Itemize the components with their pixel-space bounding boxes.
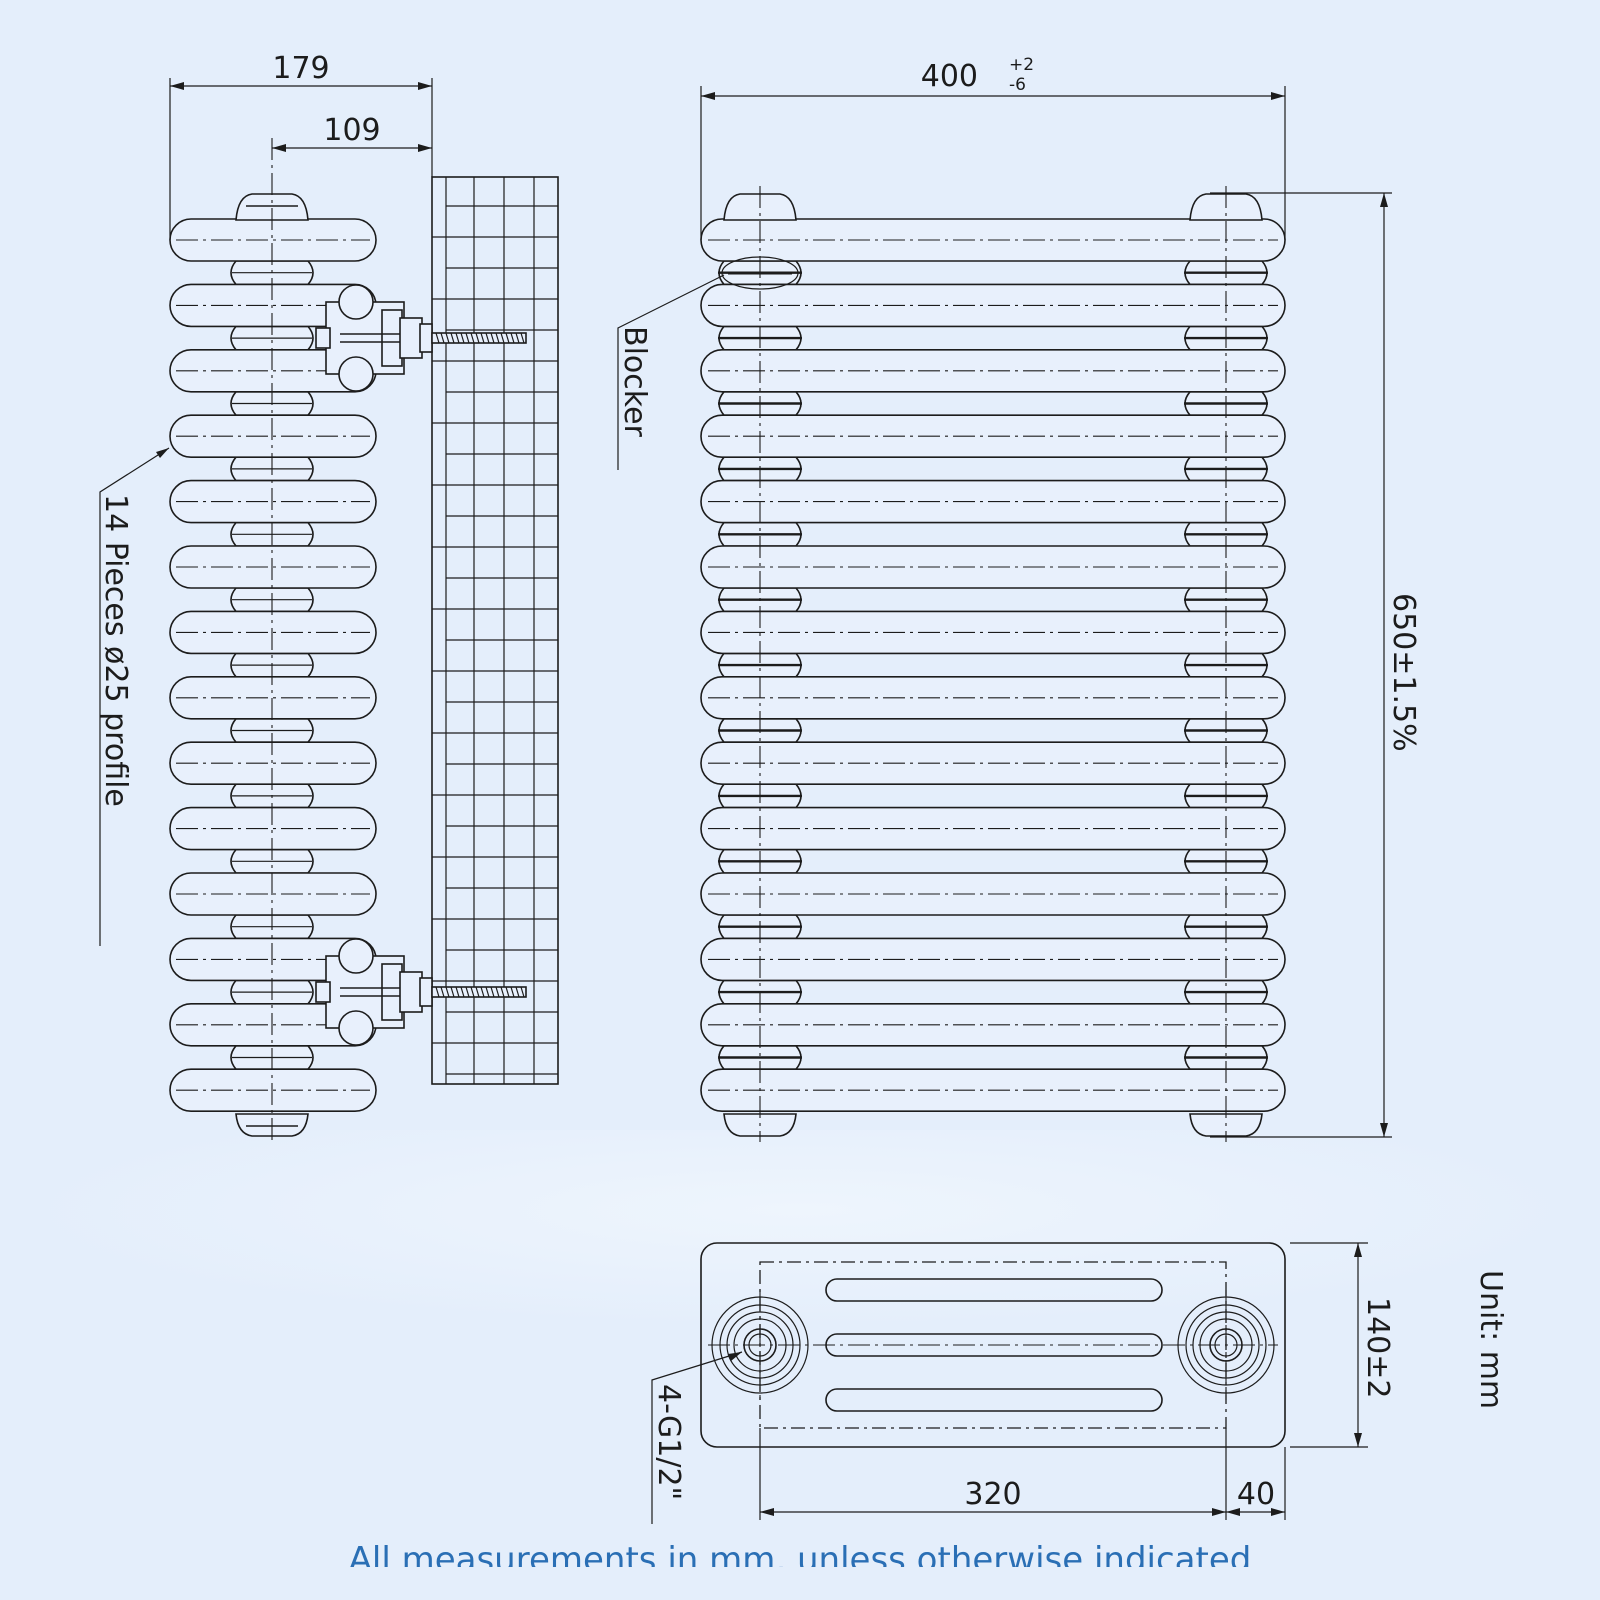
screw-thread [470,332,475,344]
dim-width-label: 400 [921,59,978,94]
front-tube-bars [700,218,1286,1112]
screw-thread [495,332,500,344]
screw-thread [505,986,510,998]
bracket-wall-plate [419,977,433,1007]
screw-thread [455,986,460,998]
background-glow [0,1130,1600,1330]
screw-thread [450,332,455,344]
connection-ports [711,1290,1275,1400]
dim-height-label: 650±1.5% [1386,593,1421,752]
screw-thread [475,986,480,998]
unit-label: Unit: mm [1473,1270,1508,1409]
dim-total-depth-label: 179 [272,51,329,86]
screw-thread [435,986,440,998]
screw-thread [515,332,520,344]
screw-thread [485,986,490,998]
screw-thread [460,332,465,344]
dim-wall-to-center-label: 109 [323,113,380,148]
wall-bracket-upper [315,284,527,392]
dim-base-depth-label: 140±2 [1360,1297,1395,1398]
pieces-label: 14 Pieces ø25 profile [98,494,133,807]
screw-thread [500,986,505,998]
dim-center-span: 320 40 [759,1428,1286,1520]
dim-height: 650±1.5% [1210,192,1421,1138]
screw-thread [440,986,445,998]
footer-note: All measurements in mm, unless otherwise… [348,1540,1252,1567]
screw-thread [445,986,450,998]
bracket-clamp [338,356,374,392]
screw-thread [445,332,450,344]
screw-thread [520,986,525,998]
screw-thread [440,332,445,344]
screw-thread [515,986,520,998]
side-view: 179 109 14 Pieces ø25 profile [98,51,559,1142]
screw-thread [480,986,485,998]
bracket-wall-plate [419,323,433,353]
screw-thread [495,986,500,998]
dim-wall-to-center: 109 [272,113,432,152]
dim-base-depth: 140±2 [1290,1242,1395,1448]
screw-thread [435,332,440,344]
screw-thread [520,332,525,344]
side-top-plug [235,193,309,221]
bracket-clamp [338,284,374,320]
screw-thread [480,332,485,344]
bracket-nut [315,981,331,1003]
screw-thread [490,986,495,998]
front-view: Blocker 400 +2 -6 650±1.5% [617,55,1421,1142]
screw-thread [485,332,490,344]
dim-width-tol-upper: +2 [1009,55,1034,75]
screw-thread [455,332,460,344]
dim-end-offset-label: 40 [1237,1477,1275,1512]
plan-tubes [825,1278,1163,1412]
screw-thread [465,332,470,344]
plan-view: 4-G1/2" 140±2 320 40 Unit: mm [651,1242,1508,1524]
front-plugs [723,193,1263,1137]
dim-total-depth: 179 [169,51,433,240]
bracket-nut [315,327,331,349]
wall-bracket-lower [315,938,527,1046]
connections-label: 4-G1/2" [651,1384,686,1500]
plan-outline [700,1242,1286,1448]
brick-wall [431,176,559,1085]
bracket-plate [381,309,403,367]
screw-thread [450,986,455,998]
screw-thread [470,986,475,998]
bracket-arm [399,317,423,359]
screw-thread [510,986,515,998]
dim-width-tol-lower: -6 [1009,75,1026,95]
screw-thread [510,332,515,344]
bracket-clamp [338,938,374,974]
pieces-leader: 14 Pieces ø25 profile [98,447,170,946]
dim-width: 400 +2 -6 [700,55,1286,240]
bracket-plate [381,963,403,1021]
screw-thread [460,986,465,998]
screw-thread [500,332,505,344]
bracket-clamp [338,1010,374,1046]
screw-thread [505,332,510,344]
screw-thread [475,332,480,344]
connections-leader: 4-G1/2" [651,1351,743,1524]
blocker-label: Blocker [617,326,652,438]
screw-thread [465,986,470,998]
blocker-leader: Blocker [617,256,799,470]
dim-center-span-label: 320 [964,1477,1021,1512]
bracket-arm [399,971,423,1013]
screw-thread [490,332,495,344]
